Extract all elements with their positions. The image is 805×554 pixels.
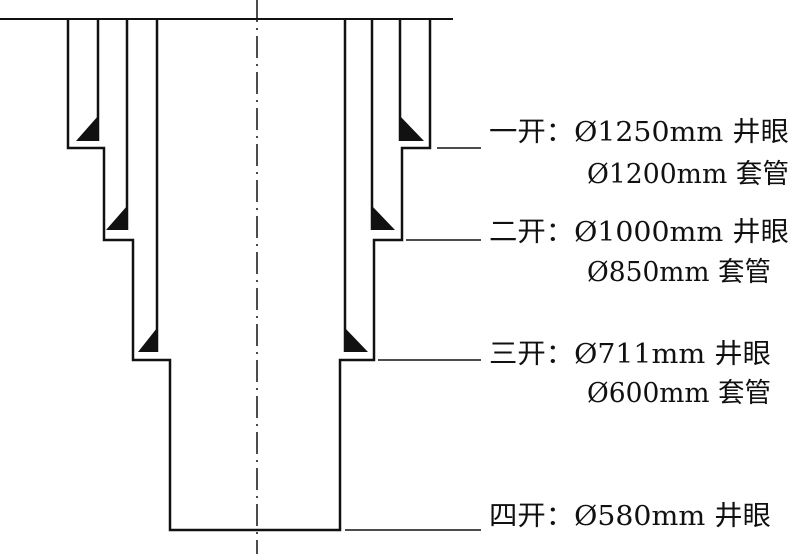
casing-shoe-3-right (345, 328, 368, 352)
stage-3-hole-label: 三开：Ø711mm 井眼 (489, 339, 771, 370)
stage-2-casing-label: Ø850mm 套管 (587, 257, 771, 288)
casing-shoe-2-right (372, 206, 395, 230)
borehole-outline-left (66, 19, 257, 532)
casing-shoe-3-left (138, 328, 157, 352)
stage-1-casing-label: Ø1200mm 套管 (587, 159, 789, 190)
stage-2-hole-label: 二开：Ø1000mm 井眼 (489, 217, 789, 248)
casing-shoe-2-left (106, 206, 127, 230)
casing-shoe-1-right (400, 116, 424, 141)
stage-1-hole-label: 一开：Ø1250mm 井眼 (489, 117, 789, 148)
stage-3-casing-label: Ø600mm 套管 (587, 378, 771, 409)
borehole-outline-right (257, 19, 432, 532)
casing-shoe-1-left (76, 116, 98, 141)
stage-4-hole-label: 四开：Ø580mm 井眼 (489, 501, 771, 532)
